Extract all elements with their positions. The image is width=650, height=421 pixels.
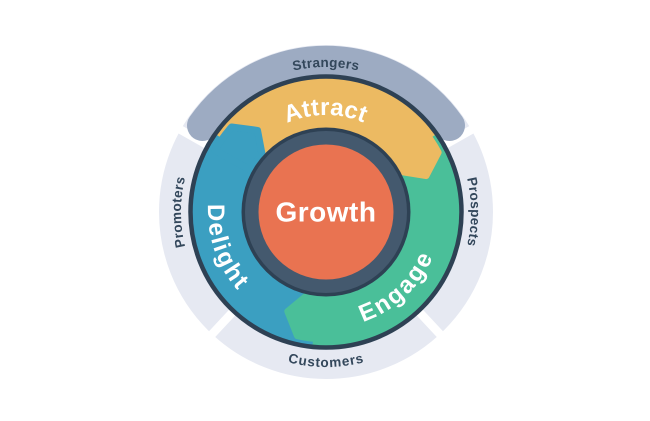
growth-label: Growth — [276, 197, 377, 228]
strangers-label: Strangers — [291, 54, 361, 73]
growth-circle — [258, 144, 394, 280]
promoters-label: Promoters — [168, 175, 187, 250]
prospects-label: Prospects — [465, 176, 484, 248]
attract-arrow-tab — [387, 125, 442, 180]
strangers-arc — [187, 45, 465, 142]
customers-label: Customers — [287, 350, 365, 370]
delight-arrow-tab — [211, 123, 266, 174]
engage-arrow-tab — [284, 292, 330, 343]
wheel-outline — [188, 74, 464, 350]
